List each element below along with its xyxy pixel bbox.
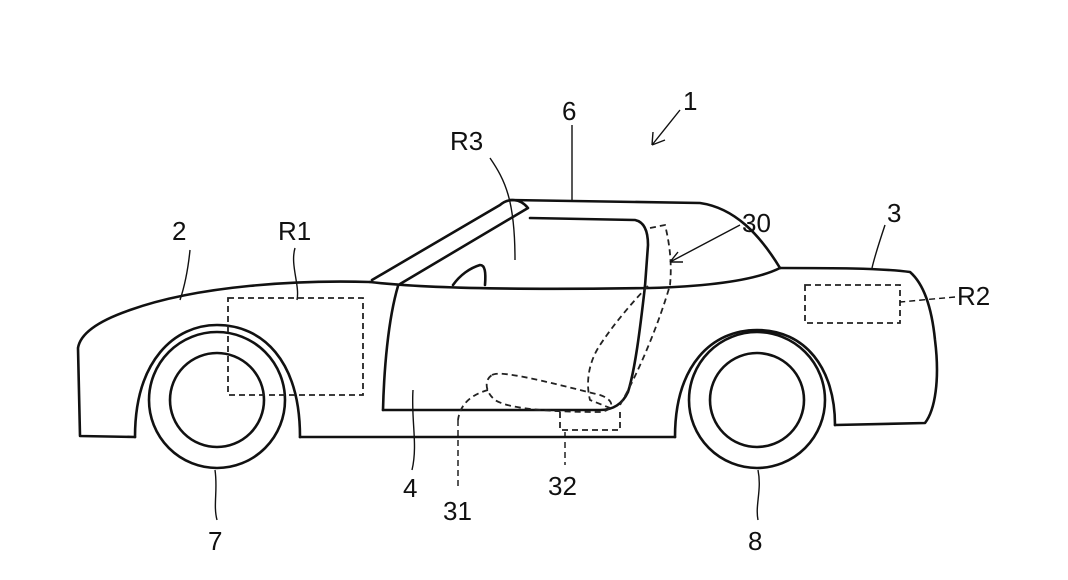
hidden-components (227, 223, 901, 431)
label-front-wheel: 7 (208, 526, 222, 556)
label-rear-wheel: 8 (748, 526, 762, 556)
leader-lines (179, 109, 956, 521)
region-r1-box (227, 297, 364, 396)
region-r2-box (804, 284, 901, 324)
label-door: 4 (403, 473, 417, 503)
label-roof: 6 (562, 96, 576, 126)
label-region-cabin: R3 (450, 126, 483, 156)
label-vehicle: 1 (683, 86, 697, 116)
label-seat-back: 32 (548, 471, 577, 501)
label-rear: 3 (887, 198, 901, 228)
label-region-front: R1 (278, 216, 311, 246)
label-seat-cushion: 31 (443, 496, 472, 526)
label-seat-system: 30 (742, 208, 771, 238)
reference-labels: 1 2 3 4 6 7 8 30 31 32 R1 R2 R3 (172, 86, 990, 556)
label-front: 2 (172, 216, 186, 246)
front-wheel (147, 330, 287, 470)
label-region-rear: R2 (957, 281, 990, 311)
rear-wheel (687, 330, 827, 470)
car-body-outline (76, 198, 939, 439)
